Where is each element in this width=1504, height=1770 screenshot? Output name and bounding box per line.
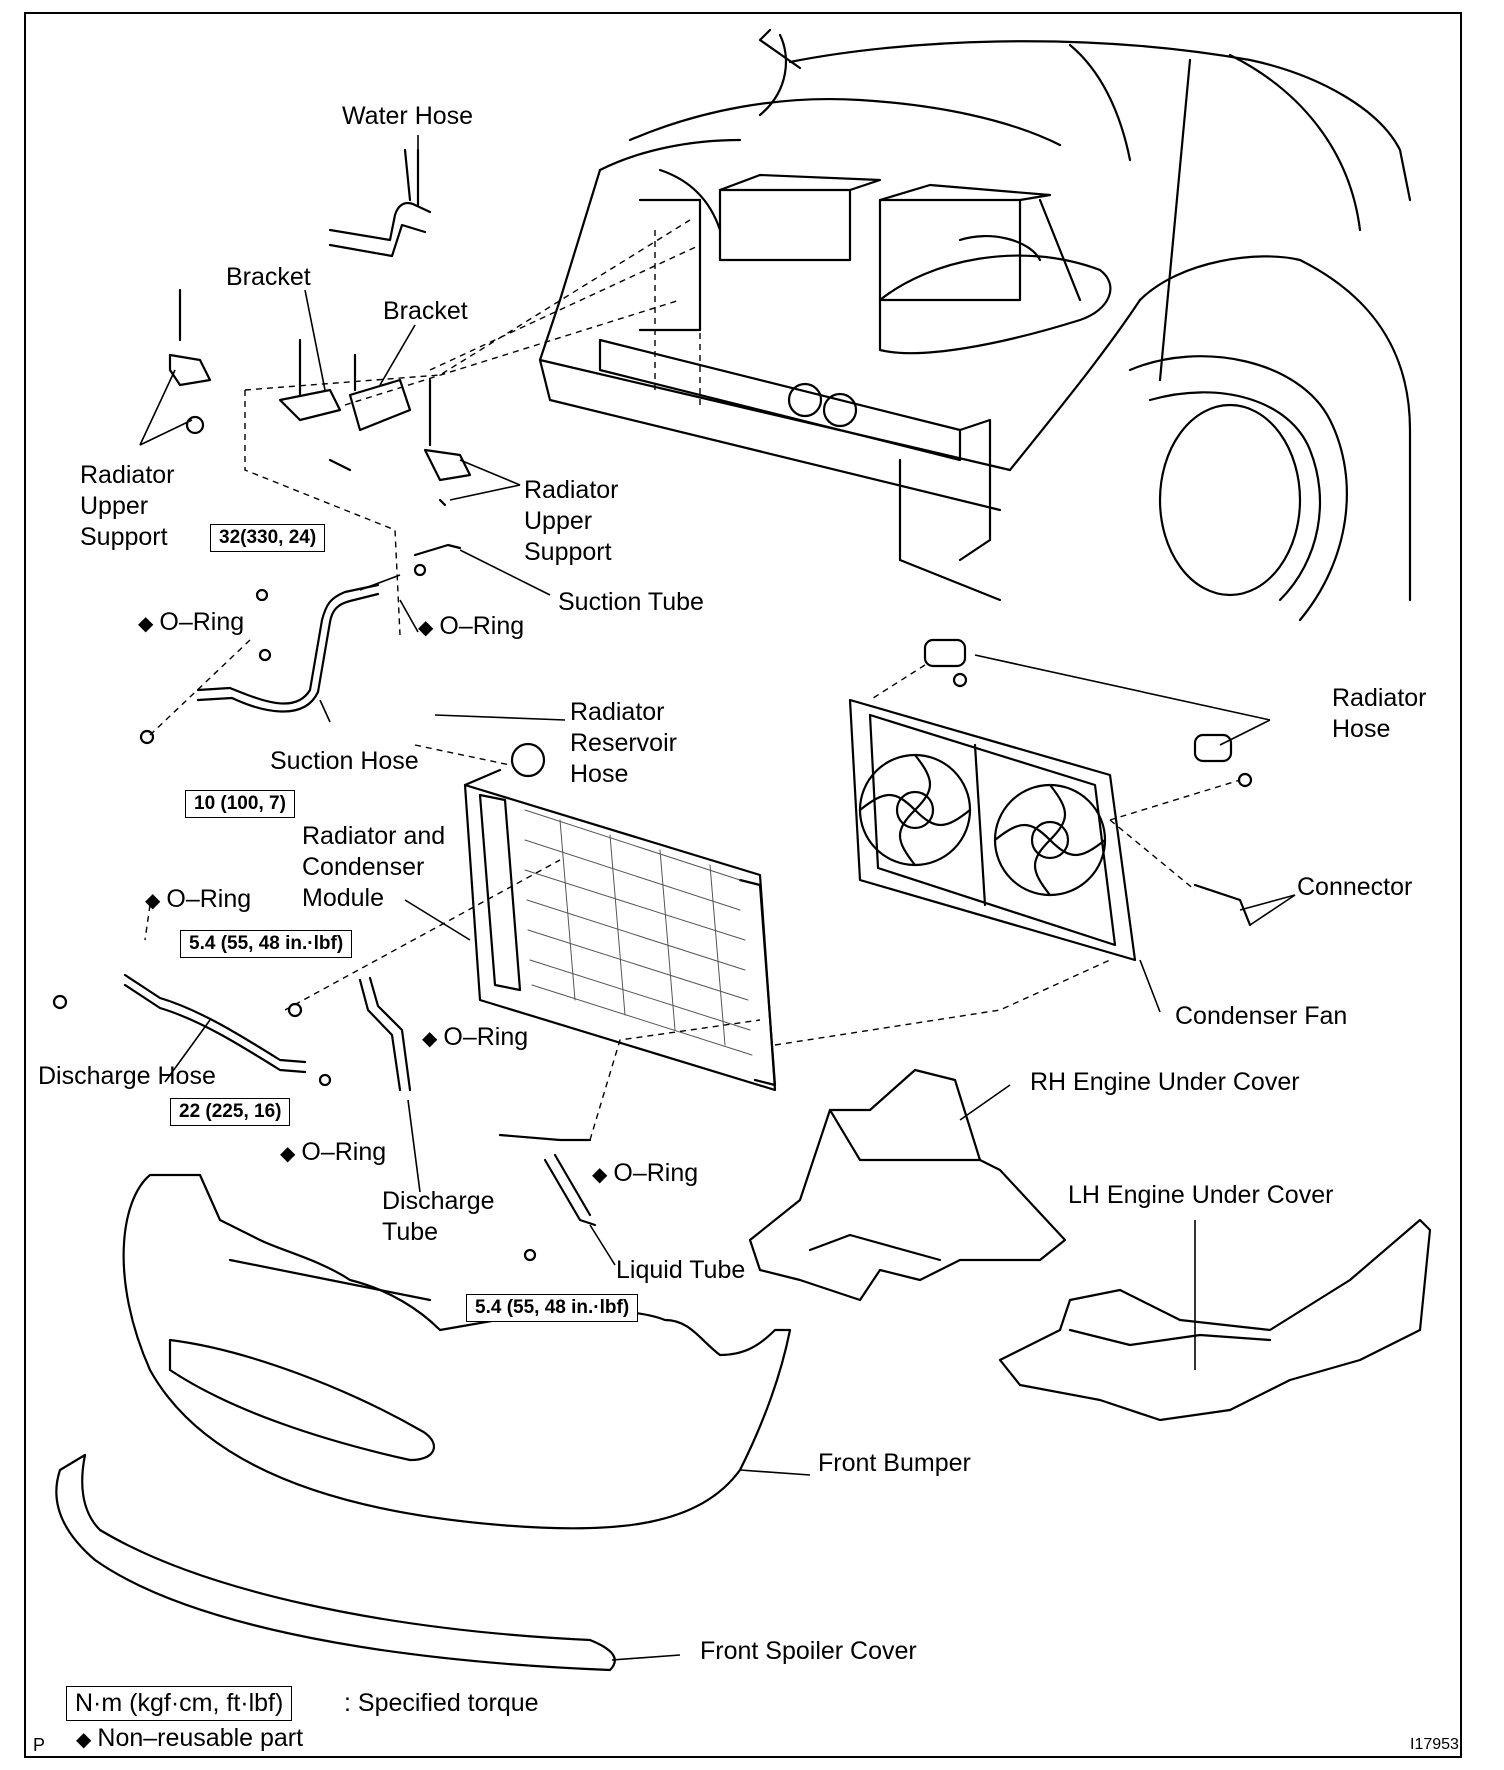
label-line: Radiator <box>1332 684 1427 712</box>
label-radiator-upper-support-left: Radiator Upper Support <box>80 460 175 553</box>
label-line: Radiator <box>524 476 619 504</box>
o-ring-text: O–Ring <box>159 608 245 636</box>
label-line: Hose <box>570 760 629 788</box>
label-line: Discharge <box>382 1187 495 1215</box>
label-discharge-tube: Discharge Tube <box>382 1186 495 1248</box>
torque-5-4-lower: 5.4 (55, 48 in.·lbf) <box>466 1294 639 1322</box>
o-ring-text: O–Ring <box>613 1159 699 1187</box>
label-o-ring-2: ◆O–Ring <box>418 611 524 644</box>
illustration-code: I17953 <box>1410 1736 1459 1753</box>
label-front-spoiler-cover: Front Spoiler Cover <box>700 1637 917 1665</box>
legend-non-reusable: ◆Non–reusable part <box>76 1723 303 1756</box>
label-rh-engine-under-cover: RH Engine Under Cover <box>1030 1068 1300 1096</box>
label-line: Upper <box>80 492 149 520</box>
water-hose-part <box>328 148 432 258</box>
legend-torque-desc: : Specified torque <box>344 1689 539 1717</box>
o-ring-text: O–Ring <box>443 1023 529 1051</box>
rh-engine-under-cover-part <box>748 1068 1067 1302</box>
label-front-bumper: Front Bumper <box>818 1449 971 1477</box>
lh-engine-under-cover-part <box>998 1218 1432 1422</box>
non-reusable-diamond-icon: ◆ <box>418 617 434 639</box>
label-o-ring-1: ◆O–Ring <box>138 607 244 640</box>
non-reusable-diamond-icon: ◆ <box>145 890 161 912</box>
torque-10: 10 (100, 7) <box>185 790 295 818</box>
radiator-core-hatch <box>524 809 753 1056</box>
label-radiator-upper-support-right: Radiator Upper Support <box>524 475 619 568</box>
label-suction-tube: Suction Tube <box>558 588 704 616</box>
label-line: Radiator <box>570 698 665 726</box>
torque-22: 22 (225, 16) <box>170 1098 291 1126</box>
torque-32: 32(330, 24) <box>210 524 326 552</box>
label-o-ring-6: ◆O–Ring <box>592 1158 698 1191</box>
discharge-parts <box>52 973 412 1092</box>
label-o-ring-5: ◆O–Ring <box>280 1137 386 1170</box>
o-ring-text: O–Ring <box>301 1138 387 1166</box>
label-water-hose: Water Hose <box>342 102 474 130</box>
legend-torque-box: N·m (kgf·cm, ft·lbf) <box>66 1686 293 1721</box>
label-bracket-2: Bracket <box>383 297 468 325</box>
label-line: Tube <box>382 1218 439 1246</box>
non-reusable-diamond-icon: ◆ <box>422 1028 438 1050</box>
front-spoiler-part <box>55 1453 616 1672</box>
label-line: Support <box>524 538 612 566</box>
non-reusable-diamond-icon: ◆ <box>592 1164 608 1186</box>
label-line: Support <box>80 523 168 551</box>
front-bumper-part <box>122 1173 792 1530</box>
label-connector: Connector <box>1297 873 1413 901</box>
label-o-ring-4: ◆O–Ring <box>422 1022 528 1055</box>
label-suction-hose: Suction Hose <box>270 747 419 775</box>
label-line: Radiator and <box>302 822 446 850</box>
label-condenser-fan: Condenser Fan <box>1175 1002 1348 1030</box>
corner-p: P <box>33 1735 46 1755</box>
label-line: Upper <box>524 507 593 535</box>
vehicle-body <box>538 28 1412 622</box>
label-radiator-hose: Radiator Hose <box>1332 683 1427 745</box>
label-bracket-1: Bracket <box>226 263 311 291</box>
label-line: Reservoir <box>570 729 677 757</box>
label-o-ring-3: ◆O–Ring <box>145 884 251 917</box>
label-line: Module <box>302 884 384 912</box>
diagram-frame <box>24 12 1462 1758</box>
legend-non-reusable-text: Non–reusable part <box>97 1724 304 1752</box>
o-ring-text: O–Ring <box>166 885 252 913</box>
label-radiator-reservoir-hose: Radiator Reservoir Hose <box>570 697 677 790</box>
condenser-fan-part <box>848 638 1253 962</box>
o-ring-text: O–Ring <box>439 612 525 640</box>
upper-support-parts <box>168 288 472 507</box>
label-liquid-tube: Liquid Tube <box>616 1256 746 1284</box>
radiator-module <box>463 742 777 1092</box>
label-line: Hose <box>1332 715 1391 743</box>
non-reusable-diamond-icon: ◆ <box>280 1143 296 1165</box>
torque-5-4-upper: 5.4 (55, 48 in.·lbf) <box>180 930 353 958</box>
label-discharge-hose: Discharge Hose <box>38 1062 216 1090</box>
non-reusable-diamond-icon: ◆ <box>138 613 154 635</box>
liquid-tube-part <box>498 1133 597 1262</box>
label-lh-engine-under-cover: LH Engine Under Cover <box>1068 1181 1334 1209</box>
suction-hose-part <box>139 543 462 745</box>
label-line: Condenser <box>302 853 425 881</box>
label-radiator-condenser-module: Radiator and Condenser Module <box>302 821 445 914</box>
non-reusable-diamond-icon: ◆ <box>76 1729 92 1751</box>
label-line: Radiator <box>80 461 175 489</box>
